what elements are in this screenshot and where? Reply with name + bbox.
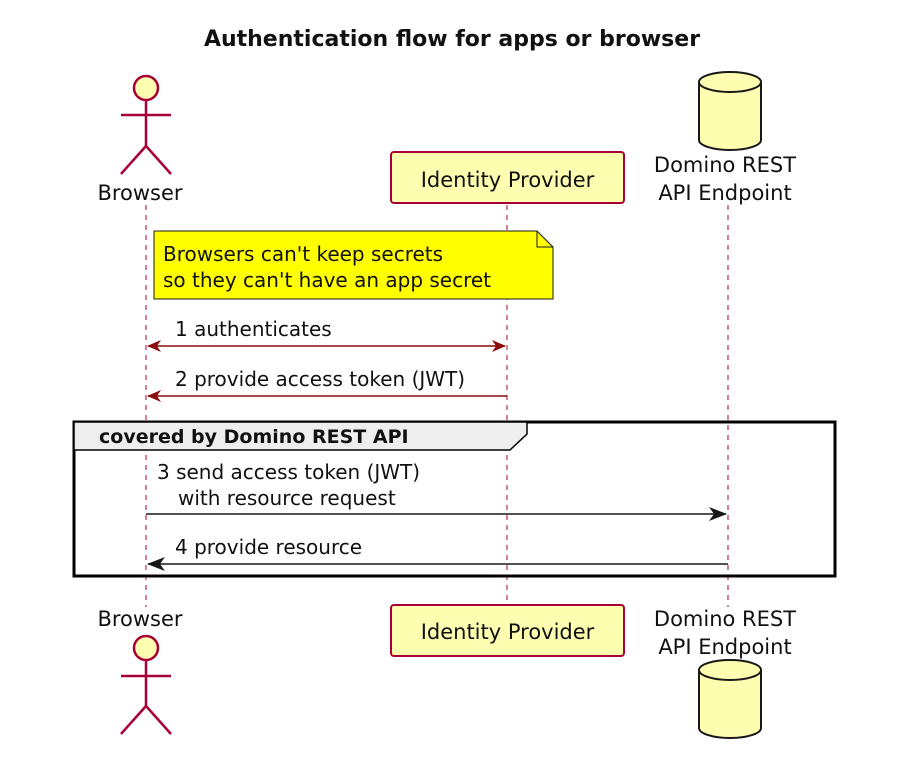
group-label: covered by Domino REST API [99, 426, 409, 448]
message-3: 3 send access token (JWT) with resource … [146, 460, 727, 521]
message-label: 2 provide access token (JWT) [175, 367, 465, 391]
actor-icon [120, 74, 172, 175]
database-icon [698, 71, 762, 151]
message-1: 1 authenticates [147, 317, 506, 352]
message-label-line-1: 3 send access token (JWT) [157, 460, 420, 484]
participant-label-line-1: Domino REST [654, 153, 796, 177]
participant-label-line-1: Domino REST [654, 607, 796, 631]
participant-api-endpoint-top: Domino REST API Endpoint [654, 71, 796, 205]
database-icon [698, 659, 762, 739]
message-4: 4 provide resource [147, 535, 728, 571]
participant-label: Browser [97, 181, 182, 205]
message-2: 2 provide access token (JWT) [147, 367, 507, 402]
note-line-1: Browsers can't keep secrets [163, 242, 443, 266]
participant-box [390, 604, 625, 657]
participant-browser-top: Browser [97, 74, 183, 205]
actor-icon [120, 634, 172, 735]
participant-label-line-2: API Endpoint [658, 181, 791, 205]
message-label: 4 provide resource [175, 535, 362, 559]
participant-identity-provider-top: Identity Provider [390, 151, 625, 204]
message-label: 1 authenticates [175, 317, 332, 341]
participant-api-endpoint-bottom: Domino REST API Endpoint [654, 607, 796, 739]
participant-box [390, 151, 625, 204]
participant-label: Browser [97, 607, 182, 631]
diagram-title: Authentication flow for apps or browser [204, 27, 700, 52]
participant-label: Identity Provider [421, 620, 595, 644]
note: Browsers can't keep secrets so they can'… [153, 230, 554, 300]
participant-browser-bottom: Browser [97, 607, 183, 735]
group-frame: covered by Domino REST API [72, 420, 837, 578]
participant-label: Identity Provider [421, 168, 595, 192]
message-label-line-2: with resource request [178, 486, 396, 510]
participant-label-line-2: API Endpoint [658, 635, 791, 659]
participant-identity-provider-bottom: Identity Provider [390, 604, 625, 657]
note-line-2: so they can't have an app secret [163, 268, 491, 292]
